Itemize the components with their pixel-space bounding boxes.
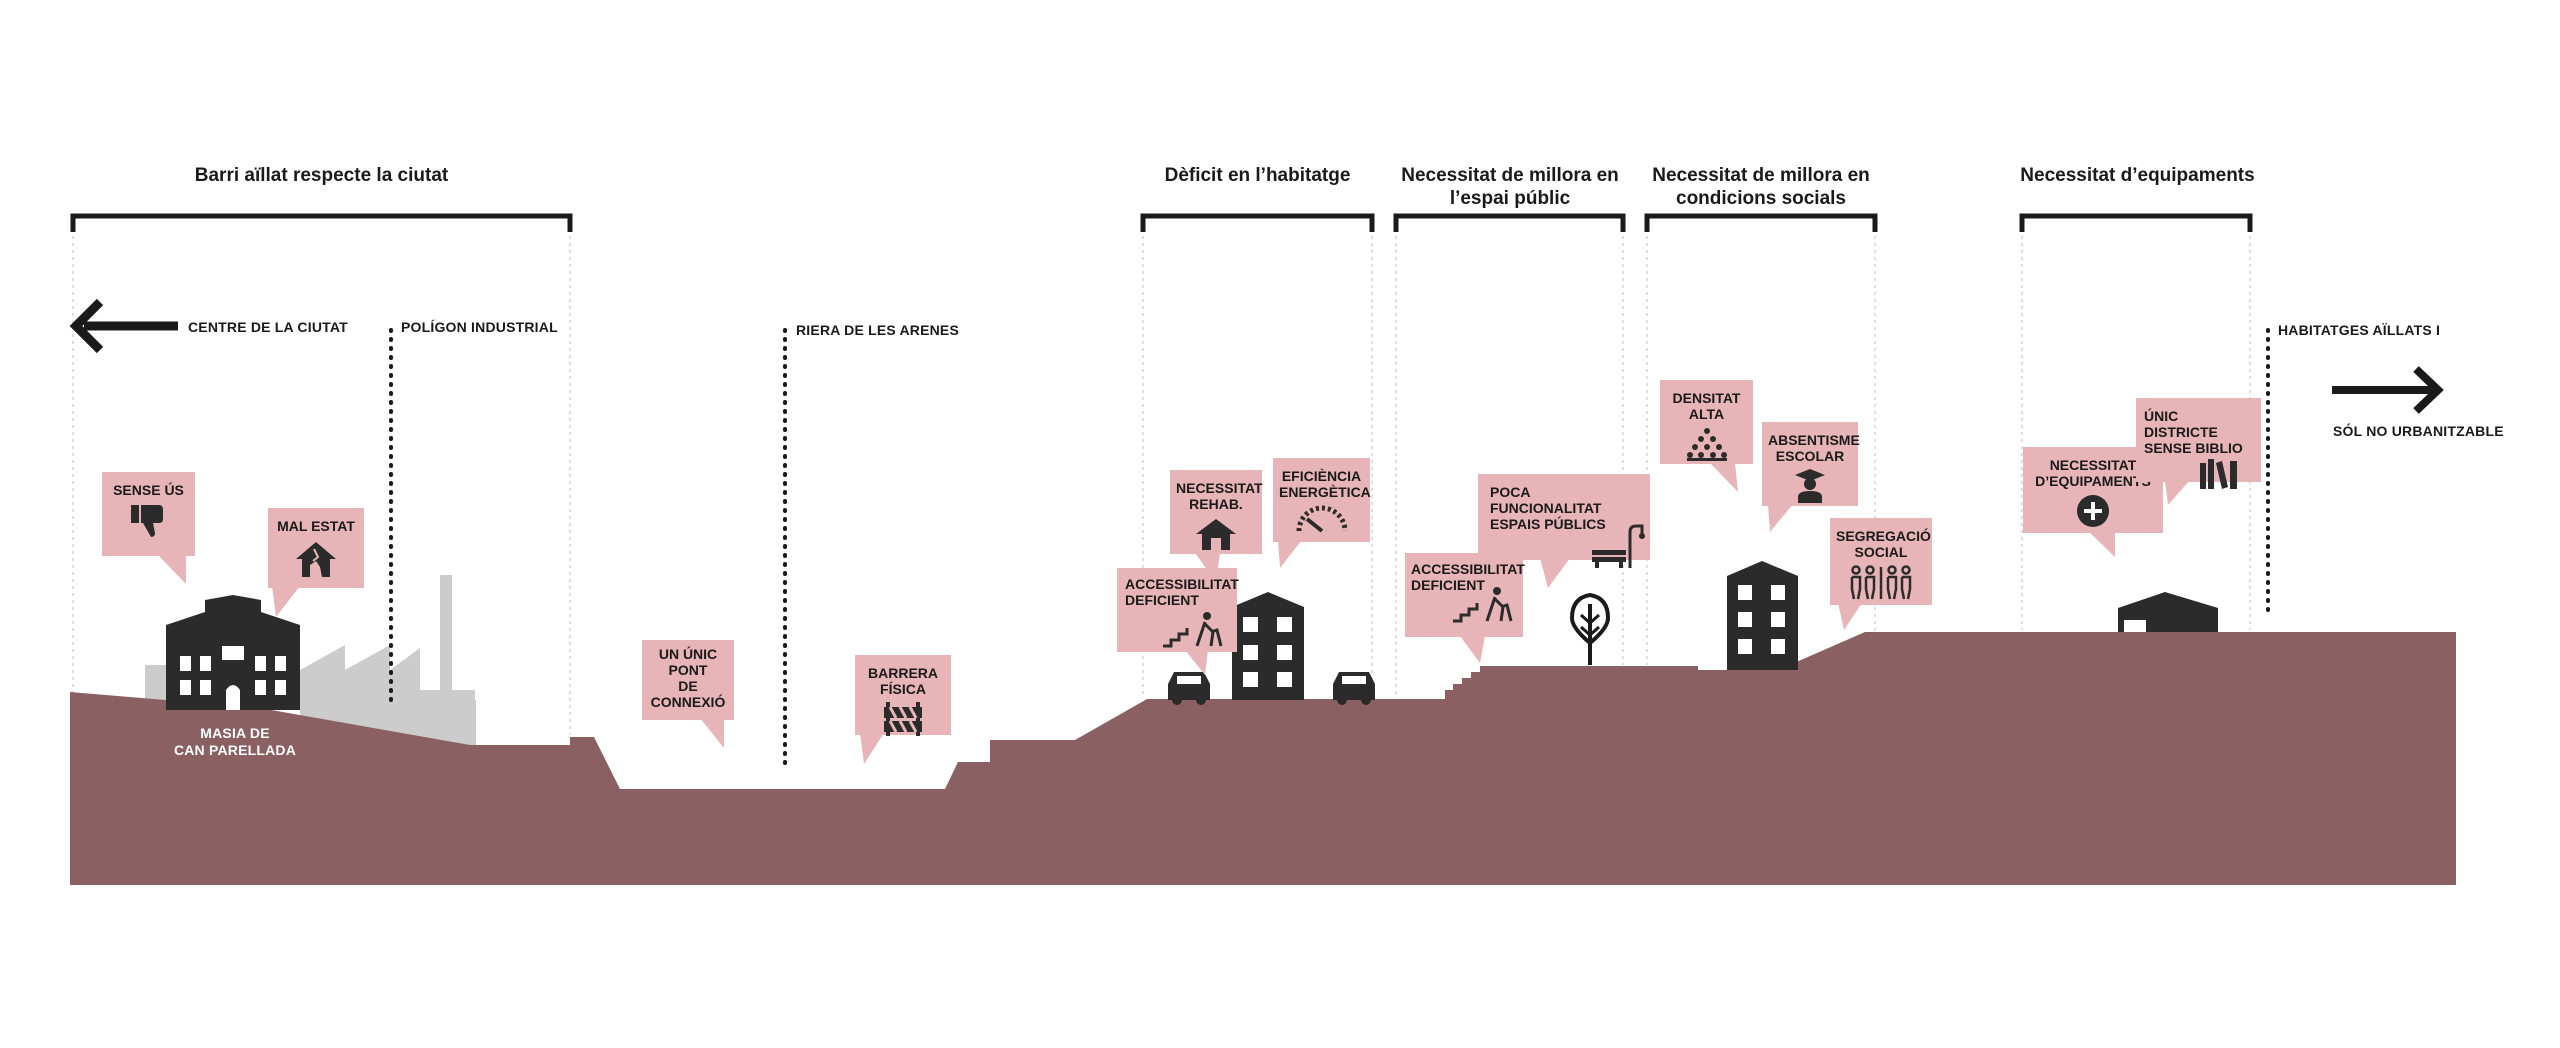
bubble-densitat-line1: DENSITAT — [1672, 390, 1741, 406]
bubble-pont-line4: CONNEXIÓ — [650, 694, 726, 710]
bubble-absentisme-line1: ABSENTISME — [1768, 432, 1860, 448]
crowd-icon — [1686, 428, 1727, 461]
bubble-segregacio-line1: SEGREGACIÓ — [1836, 528, 1931, 544]
bubble-poca-line2: ESPAIS PÚBLICS — [1490, 516, 1606, 532]
bubble-unic-districte: ÚNIC DISTRICTE SENSE BIBLIO — [2136, 398, 2261, 489]
bubble-sense-us: SENSE ÚS — [102, 472, 195, 556]
bubble-barrera-fisica: BARRERA FÍSICA — [855, 655, 951, 736]
bubble-barrera-line1: BARRERA — [868, 665, 938, 681]
barrier-icon — [884, 702, 922, 736]
bubble-eficiencia-line1: EFICIÈNCIA — [1281, 468, 1362, 484]
bubble-segregacio-line2: SOCIAL — [1854, 544, 1908, 560]
elderly-stairs-icon — [1453, 587, 1513, 623]
ground-profile — [70, 632, 2456, 885]
bubble-pont-line1: UN ÚNIC — [658, 646, 718, 662]
bubble-accessibilitat-2: ACCESSIBILITAT DEFICIENT — [1405, 553, 1525, 637]
plus-circle-icon — [2077, 495, 2109, 527]
bubble-access2-line2: DEFICIENT — [1411, 577, 1485, 593]
header-espai-public-line1: Necessitat de millora en — [1401, 165, 1619, 186]
broken-house-icon — [296, 542, 336, 577]
header-espai-public-line2: l’espai públic — [1449, 188, 1571, 209]
label-riera-arenes: RIERA DE LES ARENES — [796, 322, 960, 338]
car-2 — [1333, 672, 1375, 705]
arrow-left-icon — [69, 298, 178, 354]
bubble-districte-line1: ÚNIC DISTRICTE — [2144, 408, 2218, 440]
bubble-sense-us-text: SENSE ÚS — [113, 482, 184, 498]
elderly-stairs-icon — [1163, 612, 1223, 648]
label-poligon-industrial: POLÍGON INDUSTRIAL — [401, 319, 558, 335]
bubble-pont-line3: DE — [678, 678, 698, 694]
bubble-accessibilitat-1: ACCESSIBILITAT DEFICIENT — [1117, 568, 1239, 652]
bubble-rehab-line1: NECESSITAT — [1176, 480, 1263, 496]
bubble-un-unic-pont: UN ÚNIC PONT DE CONNEXIÓ — [642, 640, 734, 720]
label-masia-line2: CAN PARELLADA — [173, 742, 297, 758]
bubble-poca-funcionalitat: POCA FUNCIONALITAT ESPAIS PÚBLICS — [1478, 474, 1650, 568]
header-brackets — [70, 213, 2253, 232]
bubble-access1-line2: DEFICIENT — [1125, 592, 1199, 608]
header-deficit-habitatge: Dèficit en l’habitatge — [1164, 165, 1351, 186]
gauge-icon — [1296, 505, 1347, 533]
bubble-mal-estat: MAL ESTAT — [268, 508, 364, 588]
bubble-absentisme-line2: ESCOLAR — [1775, 448, 1845, 464]
label-masia: MASIA DE CAN PARELLADA — [160, 725, 310, 759]
bubble-densitat-line2: ALTA — [1688, 406, 1725, 422]
bubble-equip-line1: NECESSITAT — [2049, 457, 2137, 473]
bubble-absentisme-escolar: ABSENTISME ESCOLAR — [1762, 422, 1860, 506]
bubble-rehab-line2: REHAB. — [1189, 496, 1243, 512]
header-necessitat-equipaments: Necessitat d’equipaments — [2020, 165, 2255, 186]
bubble-eficiencia-energetica: EFICIÈNCIA ENERGÈTICA — [1273, 458, 1371, 542]
bubble-access1-line1: ACCESSIBILITAT — [1125, 576, 1239, 592]
bubble-districte-line2: SENSE BIBLIO — [2144, 440, 2243, 456]
bubble-tails — [158, 463, 2190, 764]
apartment-building-1 — [1232, 592, 1304, 700]
bubble-necessitat-rehab: NECESSITAT REHAB. — [1170, 470, 1263, 554]
apartment-building-2 — [1727, 561, 1798, 670]
bubble-barrera-line2: FÍSICA — [880, 681, 926, 697]
thumbs-down-icon — [130, 505, 163, 537]
bubble-mal-estat-text: MAL ESTAT — [277, 518, 355, 534]
masia-building — [166, 595, 300, 710]
books-icon — [2200, 459, 2237, 489]
label-centre-ciutat: CENTRE DE LA CIUTAT — [188, 319, 348, 335]
bubble-equip-line2: D’EQUIPAMENTS — [2035, 473, 2151, 489]
bubble-poca-line1: POCA FUNCIONALITAT — [1490, 484, 1602, 516]
bubble-access2-line1: ACCESSIBILITAT — [1411, 561, 1525, 577]
arrow-right-icon — [2332, 366, 2444, 414]
bench-streetlight-icon — [1592, 524, 1645, 568]
dotted-markers — [389, 328, 2270, 767]
header-condicions-socials: Necessitat de millora en condicions soci… — [1626, 164, 1896, 210]
graduate-icon — [1795, 469, 1825, 503]
tree — [1569, 592, 1611, 665]
segregated-people-icon — [1850, 565, 1912, 600]
header-barri-aillat: Barri aïllat respecte la ciutat — [194, 165, 449, 186]
bubble-eficiencia-line2: ENERGÈTICA — [1279, 484, 1371, 500]
label-masia-line1: MASIA DE — [200, 725, 270, 741]
equipment-building — [2118, 592, 2218, 632]
house-repair-icon — [1196, 519, 1236, 550]
label-habitatges-aillats: HABITATGES AÏLLATS I — [2278, 322, 2441, 338]
car-1 — [1168, 672, 1210, 705]
label-sol-no-urbanitzable: SÓL NO URBANITZABLE — [2333, 423, 2504, 439]
header-espai-public: Necessitat de millora en l’espai públic — [1375, 164, 1645, 210]
bubble-segregacio-social: SEGREGACIÓ SOCIAL — [1830, 518, 1932, 605]
header-condicions-socials-line2: condicions socials — [1676, 188, 1846, 209]
header-condicions-socials-line1: Necessitat de millora en — [1652, 165, 1870, 186]
bubble-densitat-alta: DENSITAT ALTA — [1660, 380, 1753, 464]
bubble-pont-line2: PONT — [668, 662, 708, 678]
